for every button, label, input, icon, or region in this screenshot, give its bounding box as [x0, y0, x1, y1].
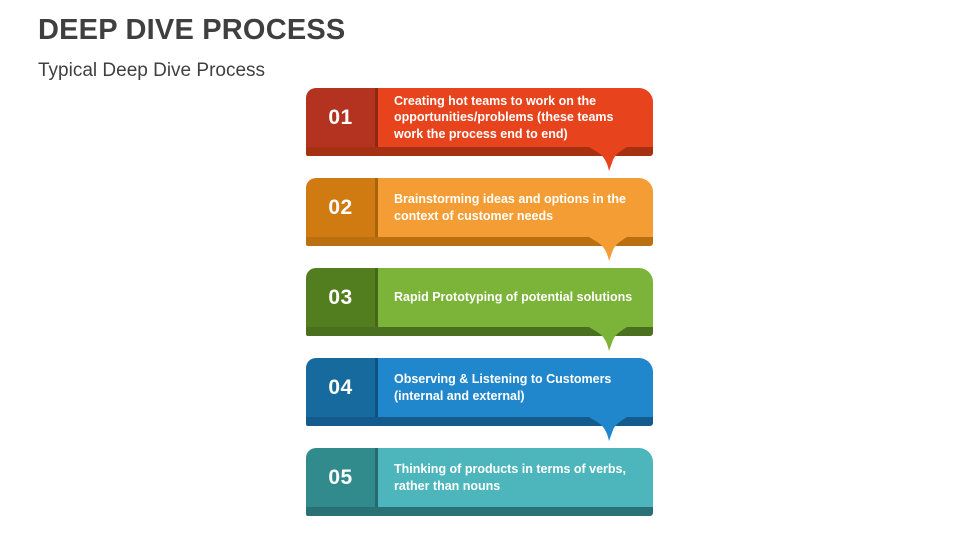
step-number-tab: 05 — [306, 448, 375, 507]
step-description: Brainstorming ideas and options in the c… — [394, 192, 626, 223]
step-shadow-edge — [306, 237, 653, 246]
page-title: DEEP DIVE PROCESS — [38, 14, 346, 46]
step-body: Rapid Prototyping of potential solutions — [378, 268, 653, 327]
tab-divider — [375, 268, 378, 327]
step-number-tab: 02 — [306, 178, 375, 237]
step-number: 02 — [328, 195, 353, 219]
process-step-4: 04 Observing & Listening to Customers (i… — [306, 358, 653, 441]
step-body: Observing & Listening to Customers (inte… — [378, 358, 653, 417]
step-description: Thinking of products in terms of verbs, … — [394, 462, 626, 493]
tab-divider — [375, 178, 378, 237]
process-step-1: 01 Creating hot teams to work on the opp… — [306, 88, 653, 171]
step-shadow-edge — [306, 417, 653, 426]
arrow-down-tail-icon — [589, 417, 627, 441]
step-shadow-edge — [306, 327, 653, 336]
arrow-down-tail-icon — [589, 327, 627, 351]
step-number-tab: 04 — [306, 358, 375, 417]
step-description: Rapid Prototyping of potential solutions — [394, 290, 633, 305]
step-number: 04 — [328, 375, 353, 399]
step-shadow-edge — [306, 147, 653, 156]
arrow-down-tail-icon — [589, 237, 627, 261]
step-number-tab: 03 — [306, 268, 375, 327]
step-body: Thinking of products in terms of verbs, … — [378, 448, 653, 507]
step-body: Brainstorming ideas and options in the c… — [378, 178, 653, 237]
step-description: Observing & Listening to Customers (inte… — [394, 372, 612, 403]
arrow-down-tail-icon — [589, 147, 627, 171]
process-step-5: 05 Thinking of products in terms of verb… — [306, 448, 653, 516]
page-subtitle: Typical Deep Dive Process — [38, 60, 266, 81]
step-number: 05 — [328, 465, 353, 489]
step-number: 03 — [328, 285, 353, 309]
step-number-tab: 01 — [306, 88, 375, 147]
process-step-2: 02 Brainstorming ideas and options in th… — [306, 178, 653, 261]
step-shadow-edge — [306, 507, 653, 516]
tab-divider — [375, 448, 378, 507]
step-number: 01 — [328, 105, 353, 129]
tab-divider — [375, 358, 378, 417]
step-body: Creating hot teams to work on the opport… — [378, 88, 653, 147]
process-step-3: 03 Rapid Prototyping of potential soluti… — [306, 268, 653, 351]
tab-divider — [375, 88, 378, 147]
step-description: Creating hot teams to work on the opport… — [394, 93, 614, 141]
